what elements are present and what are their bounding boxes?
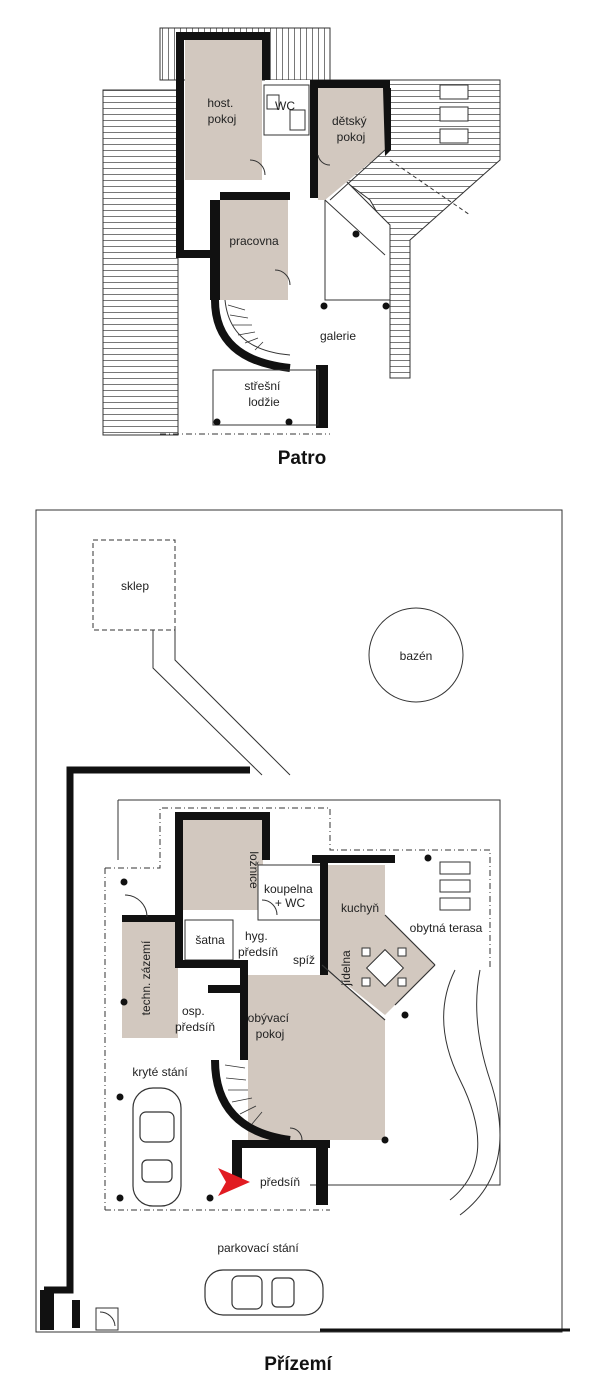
ground-floor-title: Přízemí xyxy=(264,1354,332,1375)
wardrobe-label: šatna xyxy=(195,933,225,947)
terrace-label: obytná terasa xyxy=(410,921,483,935)
hygiene-hall-label: hyg. předsíň xyxy=(238,929,278,959)
wc-label: WC xyxy=(275,99,295,113)
upper-walls xyxy=(176,32,391,428)
ground-walls xyxy=(122,812,395,1205)
roof-west xyxy=(102,89,179,436)
study-label: pracovna xyxy=(229,234,279,248)
technical-fill xyxy=(122,920,178,1038)
bedroom-fill xyxy=(183,820,263,910)
study-fill xyxy=(220,200,288,300)
car-parking xyxy=(204,1269,324,1316)
upper-floor-plan: host. pokoj WC dětský pokoj pracovna gal… xyxy=(102,27,501,469)
kitchen-dining-fill xyxy=(322,865,435,1015)
cellar-label: sklep xyxy=(121,579,149,593)
stair-curve xyxy=(211,299,291,372)
boundary-wall xyxy=(44,766,250,1294)
guest-room-label: host. pokoj xyxy=(207,96,236,126)
pool-outline xyxy=(368,607,464,703)
living-room-label: obývací pokoj xyxy=(248,1011,293,1041)
kids-room-label: dětský pokoj xyxy=(332,114,370,144)
ground-stair xyxy=(211,1059,291,1144)
roof-loggia-label: střešní lodžie xyxy=(244,379,283,409)
entrance-hall-label: předsíň xyxy=(260,1175,300,1189)
pool-label: bazén xyxy=(400,649,433,663)
guest-room-fill xyxy=(185,38,262,180)
dining-label: jídelna xyxy=(339,950,353,987)
car-carport xyxy=(132,1087,182,1207)
dining-table xyxy=(361,947,407,988)
ground-floor-plan: sklep bazén ložnice koupelna + WC kuchyň… xyxy=(35,509,570,1375)
entrance-arrow-icon xyxy=(218,1168,250,1196)
site-boundary xyxy=(35,509,563,1333)
bathroom-label: koupelna + WC xyxy=(264,882,316,910)
side-hall-label: osp. předsíň xyxy=(175,1004,215,1034)
living-fill xyxy=(248,965,385,1140)
carport-label: kryté stání xyxy=(132,1065,188,1079)
kids-room-fill xyxy=(318,85,385,200)
parking-label: parkovací stání xyxy=(217,1241,299,1255)
upper-floor-title: Patro xyxy=(278,448,327,469)
bedroom-label: ložnice xyxy=(247,851,261,889)
kitchen-label: kuchyň xyxy=(341,901,379,915)
gallery-label: galerie xyxy=(320,329,356,343)
cellar-outline xyxy=(92,539,176,631)
technical-label: techn. zázemí xyxy=(139,940,153,1015)
pantry-label: spíž xyxy=(293,953,315,967)
